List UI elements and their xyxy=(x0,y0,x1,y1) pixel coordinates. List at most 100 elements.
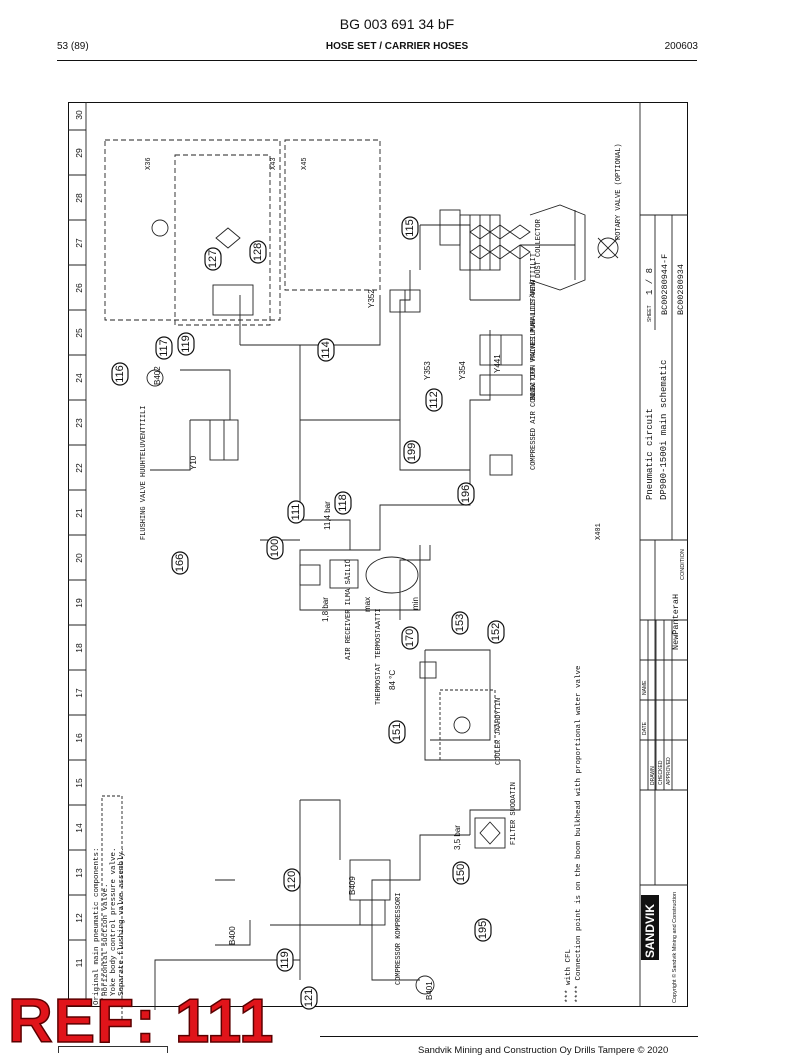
thermostat-label: THERMOSTAT TERMOSTAATTI xyxy=(375,608,383,705)
callout-label: 121 xyxy=(303,989,315,1007)
component-labels: COMPRESSOR KOMPRESSORI FILTER SUODATIN C… xyxy=(140,143,623,985)
callout-label: 153 xyxy=(454,614,466,632)
callout-label: 151 xyxy=(391,723,403,741)
condition-label: CONDITION xyxy=(680,549,686,580)
brand-logo: SANDVIK xyxy=(643,904,657,958)
grid-number: 29 xyxy=(74,148,84,158)
compressed-air-label: COMPRESSED AIR CONNECTION PAINEILMAN LII… xyxy=(529,280,538,470)
sensor-b409: B409 xyxy=(348,876,357,895)
callout-label: 127 xyxy=(207,250,219,268)
valve-y352: Y352 xyxy=(367,289,376,308)
title-line-2: DP900-1500i main schematic xyxy=(659,360,669,500)
role-checked: CHECKED xyxy=(658,760,664,785)
grid-number: 28 xyxy=(74,193,84,203)
rotary-valve-label: ROTARY VALVE (OPTIONAL) xyxy=(615,143,623,240)
pressure-35: 3,5 bar xyxy=(453,825,462,850)
callout-label: 199 xyxy=(406,443,418,461)
name-column: NAME xyxy=(642,680,648,695)
callout-label: 117 xyxy=(158,339,170,357)
date-column: DATE xyxy=(642,721,648,735)
product-name: NewPanteraH xyxy=(671,594,681,650)
drawing-frame xyxy=(68,102,688,1007)
blow-off-valves-label: BLOW OFF VALVES PUHALLUS-VENTTIILIT xyxy=(530,253,538,400)
grid-number: 22 xyxy=(74,463,84,473)
sensor-b401: B401 xyxy=(425,981,434,1000)
callout-label: 119 xyxy=(279,951,291,969)
callout-label: 152 xyxy=(490,623,502,641)
callout-label: 112 xyxy=(428,391,440,409)
revision-date: 200603 xyxy=(664,41,698,52)
callout-label: 128 xyxy=(252,243,264,261)
grid-number: 20 xyxy=(74,553,84,563)
sensor-b400: B400 xyxy=(228,926,237,945)
receiver-max: max xyxy=(363,597,372,612)
note-line: Original main pneumatic components: xyxy=(93,847,101,1005)
callout-label: 116 xyxy=(114,365,126,383)
callout-label: 150 xyxy=(455,864,467,882)
dashed-assembly-boxes xyxy=(101,139,381,1027)
sheet-label: SHEET xyxy=(647,305,653,322)
callout-label: 118 xyxy=(337,494,349,512)
reference-stamp: REF: 111 xyxy=(7,986,275,1057)
document-number-1: BC00280944-F xyxy=(660,254,670,315)
note-line: *** with CFL xyxy=(565,948,573,1003)
callout-label: 114 xyxy=(320,341,332,359)
note-line: - Separate flushing valve assembly. xyxy=(118,847,126,1005)
sheet-number: 1 / 8 xyxy=(645,268,655,295)
x36-label: X36 xyxy=(145,157,153,170)
callout-label: 111 xyxy=(290,504,302,521)
thermostat-temp: 84 °C xyxy=(388,670,397,690)
cooler-label: COOLER JÄÄHDYTIN xyxy=(494,698,503,765)
grid-number: 23 xyxy=(74,418,84,428)
grid-number: 21 xyxy=(74,508,84,518)
sensor-b402: B402 xyxy=(153,366,162,385)
document-code: BG 003 691 34 bF xyxy=(339,16,455,32)
grid-number: 13 xyxy=(74,868,84,878)
copyright-text: Copyright © Sandvik Mining and Construct… xyxy=(671,892,678,1003)
grid-number: 19 xyxy=(74,598,84,608)
valve-y354: Y354 xyxy=(458,361,467,380)
grid-number: 27 xyxy=(74,238,84,248)
document-number-2: BC00280934 xyxy=(676,264,686,315)
title-block-text: SANDVIK Copyright © Sandvik Mining and C… xyxy=(641,254,686,1003)
receiver-min: min xyxy=(411,597,420,610)
valve-y353: Y353 xyxy=(423,361,432,380)
footer-logo-fragment xyxy=(58,1046,168,1053)
grid-ticks xyxy=(68,129,86,941)
note-line: - Horizontal suction valve. xyxy=(102,883,110,1005)
header-rule xyxy=(57,60,697,61)
component-values: 3,5 bar 1,8 bar 11,4 bar 84 °C max min Y… xyxy=(153,289,502,1000)
x43-label: X43 xyxy=(270,157,278,170)
pressure-18: 1,8 bar xyxy=(321,597,330,622)
page-number: 53 (89) xyxy=(57,41,89,52)
note-line: - Yoke body control pressure valve. xyxy=(110,847,118,1005)
callout-label: 170 xyxy=(404,629,416,647)
grid-number: 12 xyxy=(74,913,84,923)
grid-number: 16 xyxy=(74,733,84,743)
filter-label: FILTER SUODATIN xyxy=(510,782,518,845)
callout-label: 196 xyxy=(460,485,472,503)
air-receiver-label: AIR RECEIVER ILMA SÄILIÖ xyxy=(344,559,353,660)
component-symbols xyxy=(146,204,619,995)
grid-number: 30 xyxy=(74,110,84,120)
compressor-label: COMPRESSOR KOMPRESSORI xyxy=(395,893,403,985)
title-block-frame xyxy=(639,102,688,1007)
callout-label: 115 xyxy=(404,219,416,237)
callout-bubbles: 195 121 119 120 150 151 152 153 170 100 … xyxy=(111,216,505,1010)
callout-label: 100 xyxy=(269,539,281,557)
grid-number: 14 xyxy=(74,823,84,833)
grid-number: 11 xyxy=(74,958,84,967)
grid-number: 25 xyxy=(74,328,84,338)
callout-label: 166 xyxy=(174,554,186,572)
dust-collector-label: DUST COLLECTOR xyxy=(535,218,543,278)
grid-number: 17 xyxy=(74,688,84,698)
callout-label: 119 xyxy=(180,335,192,353)
grid-number: 15 xyxy=(74,778,84,788)
grid-number: 26 xyxy=(74,283,84,293)
footer-text: Sandvik Mining and Construction Oy Drill… xyxy=(418,1045,669,1056)
callout-label: 195 xyxy=(477,921,489,939)
x401-label: X401 xyxy=(595,523,603,540)
role-approved: APPROVED xyxy=(666,757,672,785)
grid-column-numbers: 11 12 13 14 15 16 17 18 19 20 21 22 23 2… xyxy=(74,110,84,967)
